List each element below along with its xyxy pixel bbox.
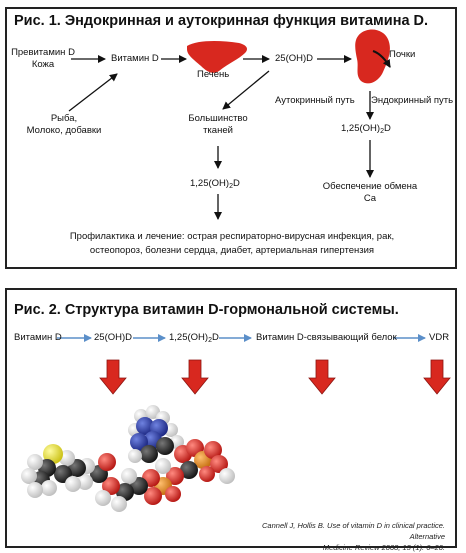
liver-label: Печень	[197, 69, 230, 80]
arrow-25ohd-to-tissues	[222, 70, 270, 110]
down-arrow-binding-protein	[308, 359, 336, 395]
citation: Cannell J, Hollis B. Use of vitamin D in…	[233, 520, 445, 553]
vitamin-d-label: Витамин D	[111, 53, 159, 64]
liver-icon	[187, 41, 247, 73]
molecule-image	[21, 405, 235, 512]
kidney-label: Почки	[389, 49, 416, 60]
food-line-2: Молоко, добавки	[26, 125, 102, 136]
arrow-food-to-vitamin-d	[68, 73, 118, 112]
tissues-line-2: тканей	[203, 125, 233, 136]
tissues-line-1: Большинство	[188, 113, 248, 124]
chain-vitamin-d: Витамин D	[14, 332, 62, 343]
down-arrow-vitamin-d	[99, 359, 127, 395]
chain-calcitriol: 1,25(OH)2D	[169, 332, 219, 344]
figure-1-diagram	[68, 29, 391, 220]
figure-2-panel: Рис. 2. Структура витамин D-гормональной…	[5, 288, 457, 552]
previtamin-d-label: Превитамин D	[11, 47, 75, 58]
prevention-line-2: остеопороз, болезни сердца, диабет, арте…	[89, 245, 375, 256]
chain-binding-protein: Витамин D-связывающий белок	[256, 332, 397, 343]
chain-25ohd: 25(OH)D	[94, 332, 133, 343]
figure-2-diagram	[21, 334, 451, 512]
ca-exchange-line-2: Ca	[363, 193, 377, 204]
figure-1-title: Рис. 1. Эндокринная и аутокринная функци…	[14, 13, 429, 29]
citation-line-2: Medicine Review 2008; 13 (1): 6–20.	[322, 543, 445, 552]
endocrine-label: Эндокринный путь	[371, 95, 454, 106]
chain-vdr: VDR	[429, 332, 450, 343]
prevention-line-1: Профилактика и лечение: острая респирато…	[69, 231, 395, 242]
down-arrow-vdr	[423, 359, 451, 395]
figure-2-title: Рис. 2. Структура витамин D-гормональной…	[14, 302, 399, 318]
calcitriol-right: 1,25(OH)2D	[341, 123, 391, 135]
calcitriol-left: 1,25(OH)2D	[190, 178, 240, 190]
down-arrow-calcitriol	[181, 359, 209, 395]
citation-line-1: Cannell J, Hollis B. Use of vitamin D in…	[262, 521, 445, 541]
food-line-1: Рыба,	[50, 113, 78, 124]
kidney-icon	[355, 29, 390, 84]
skin-label: Кожа	[31, 59, 55, 70]
oh-d-label: 25(OH)D	[275, 53, 314, 64]
figure-1-panel: Рис. 1. Эндокринная и аутокринная функци…	[5, 7, 457, 269]
autocrine-label: Аутокринный путь	[275, 95, 355, 106]
ca-exchange-line-1: Обеспечение обмена	[322, 181, 418, 192]
